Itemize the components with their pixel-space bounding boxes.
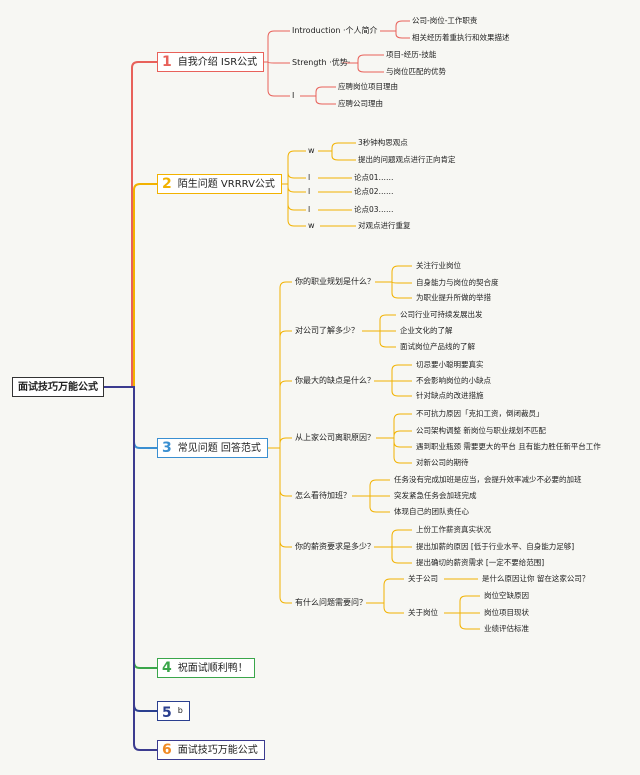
root-node[interactable]: 面试技巧万能公式 bbox=[12, 377, 104, 397]
branch-1-number: 1 bbox=[162, 54, 172, 70]
b2-r2-item[interactable]: 论点02…… bbox=[354, 187, 394, 196]
branch-4-node[interactable]: 4 祝面试顺利鸭！ bbox=[157, 658, 255, 678]
b3-q7-about-company[interactable]: 关于公司 bbox=[408, 574, 438, 583]
b3-q7-position-item-2[interactable]: 岗位项目现状 bbox=[484, 608, 529, 617]
branch-6-node[interactable]: 6 面试技巧万能公式 bbox=[157, 740, 265, 760]
b1-intro-item-2[interactable]: 相关经历着重执行和效果描述 bbox=[412, 33, 510, 42]
connector-branch-4 bbox=[104, 386, 157, 669]
branch-4-number: 4 bbox=[162, 660, 172, 676]
b3-q2[interactable]: 对公司了解多少？ bbox=[295, 326, 359, 335]
b1-strength-item-1[interactable]: 项目-经历-技能 bbox=[386, 50, 437, 59]
b3-q6-item-3[interactable]: 提出确切的薪资需求 [一定不要给范围] bbox=[416, 558, 545, 567]
branch-4-label: 祝面试顺利鸭！ bbox=[177, 663, 248, 674]
b3-q3-item-1[interactable]: 切忌要小聪明要真实 bbox=[416, 360, 484, 369]
b1-intro-item-1[interactable]: 公司-岗位-工作职责 bbox=[412, 16, 478, 25]
connector-group-3 bbox=[262, 265, 480, 630]
branch-6-number: 6 bbox=[162, 742, 172, 758]
b3-q7-position-item-3[interactable]: 业绩评估标准 bbox=[484, 624, 529, 633]
b3-q7[interactable]: 有什么问题需要问？ bbox=[295, 598, 367, 607]
b3-q1[interactable]: 你的职业规划是什么？ bbox=[295, 277, 375, 286]
b3-q6-item-1[interactable]: 上份工作薪资真实状况 bbox=[416, 525, 491, 534]
connector-branch-1 bbox=[104, 61, 157, 388]
b1-strength[interactable]: Strength ·优势· bbox=[292, 58, 351, 67]
branch-6-label: 面试技巧万能公式 bbox=[177, 745, 258, 756]
branch-3-label: 常见问题 回答范式 bbox=[177, 443, 261, 454]
branch-3-node[interactable]: 3 常见问题 回答范式 bbox=[157, 438, 268, 458]
b2-v2-item[interactable]: 对观点进行重复 bbox=[358, 221, 411, 230]
b3-q6[interactable]: 你的薪资要求是多少？ bbox=[295, 542, 375, 551]
b2-r3-item[interactable]: 论点03…… bbox=[354, 205, 394, 214]
b3-q6-item-2[interactable]: 提出加薪的原因 [低于行业水平、自身能力足够] bbox=[416, 542, 575, 551]
connector-group-2 bbox=[275, 142, 356, 227]
b2-r3[interactable]: l bbox=[308, 205, 311, 214]
b3-q1-item-1[interactable]: 关注行业岗位 bbox=[416, 261, 461, 270]
connector-branch-3 bbox=[104, 386, 157, 449]
b3-q4-item-3[interactable]: 遇到职业瓶颈 需要更大的平台 且有能力胜任新平台工作 bbox=[416, 442, 601, 451]
b2-v1[interactable]: w bbox=[308, 146, 315, 155]
b3-q3-item-2[interactable]: 不会影响岗位的小缺点 bbox=[416, 376, 491, 385]
branch-3-number: 3 bbox=[162, 440, 172, 456]
b3-q4-item-2[interactable]: 公司架构调整 新岗位与职业规划不匹配 bbox=[416, 426, 546, 435]
b2-v1-item-1[interactable]: 3秒钟构思观点 bbox=[358, 138, 408, 147]
b3-q5-item-1[interactable]: 任务没有完成加班是应当，会提升效率减少不必要的加班 bbox=[394, 475, 582, 484]
b3-q4[interactable]: 从上家公司离职原因？ bbox=[295, 433, 375, 442]
b3-q2-item-3[interactable]: 面试岗位产品线的了解 bbox=[400, 342, 475, 351]
b3-q2-item-1[interactable]: 公司行业可持续发展出发 bbox=[400, 310, 483, 319]
b2-r1[interactable]: l bbox=[308, 173, 311, 182]
branch-2-node[interactable]: 2 陌生问题 VRRRV公式 bbox=[157, 174, 282, 194]
branch-5-number: 5 bbox=[162, 705, 172, 721]
b1-reason-item-1[interactable]: 应聘岗位项目理由 bbox=[338, 82, 398, 91]
branch-1-node[interactable]: 1 自我介绍 ISR公式 bbox=[157, 52, 265, 72]
b3-q5-item-2[interactable]: 突发紧急任务会加班完成 bbox=[394, 491, 477, 500]
b3-q3-item-3[interactable]: 针对缺点的改进措施 bbox=[416, 391, 484, 400]
b2-v1-item-2[interactable]: 提出的问题观点进行正向肯定 bbox=[358, 155, 456, 164]
b1-strength-item-2[interactable]: 与岗位匹配的优势 bbox=[386, 67, 446, 76]
branch-2-number: 2 bbox=[162, 176, 172, 192]
b2-v2[interactable]: w bbox=[308, 221, 315, 230]
b2-r2[interactable]: l bbox=[308, 187, 311, 196]
b3-q5[interactable]: 怎么看待加班？ bbox=[295, 491, 351, 500]
b1-reason[interactable]: I bbox=[292, 91, 295, 100]
b3-q3[interactable]: 你最大的缺点是什么？ bbox=[295, 376, 375, 385]
b3-q4-item-4[interactable]: 对新公司的期待 bbox=[416, 458, 469, 467]
b3-q7-position-item-1[interactable]: 岗位空缺原因 bbox=[484, 591, 529, 600]
b3-q5-item-3[interactable]: 体现自己的团队责任心 bbox=[394, 507, 469, 516]
branch-1-label: 自我介绍 ISR公式 bbox=[177, 57, 258, 68]
b1-intro[interactable]: Introduction ·个人简介 bbox=[292, 26, 378, 35]
b3-q1-item-3[interactable]: 为职业提升所做的举措 bbox=[416, 293, 491, 302]
connector-branch-6 bbox=[104, 386, 157, 751]
connector-branch-5 bbox=[104, 386, 157, 712]
b2-r1-item[interactable]: 论点01…… bbox=[354, 173, 394, 182]
b1-reason-item-2[interactable]: 应聘公司理由 bbox=[338, 99, 383, 108]
b3-q7-company-item[interactable]: 是什么原因让你 留在这家公司？ bbox=[482, 574, 590, 583]
b3-q2-item-2[interactable]: 企业文化的了解 bbox=[400, 326, 453, 335]
branch-2-label: 陌生问题 VRRRV公式 bbox=[177, 179, 275, 190]
connector-branch-2 bbox=[104, 183, 157, 388]
connector-group-1 bbox=[252, 20, 410, 105]
b3-q1-item-2[interactable]: 自身能力与岗位的契合度 bbox=[416, 278, 499, 287]
branch-5-label: b bbox=[177, 706, 183, 715]
b3-q4-item-1[interactable]: 不可抗力原因「克扣工资，倒闭裁员」 bbox=[416, 409, 544, 418]
b3-q7-about-position[interactable]: 关于岗位 bbox=[408, 608, 438, 617]
